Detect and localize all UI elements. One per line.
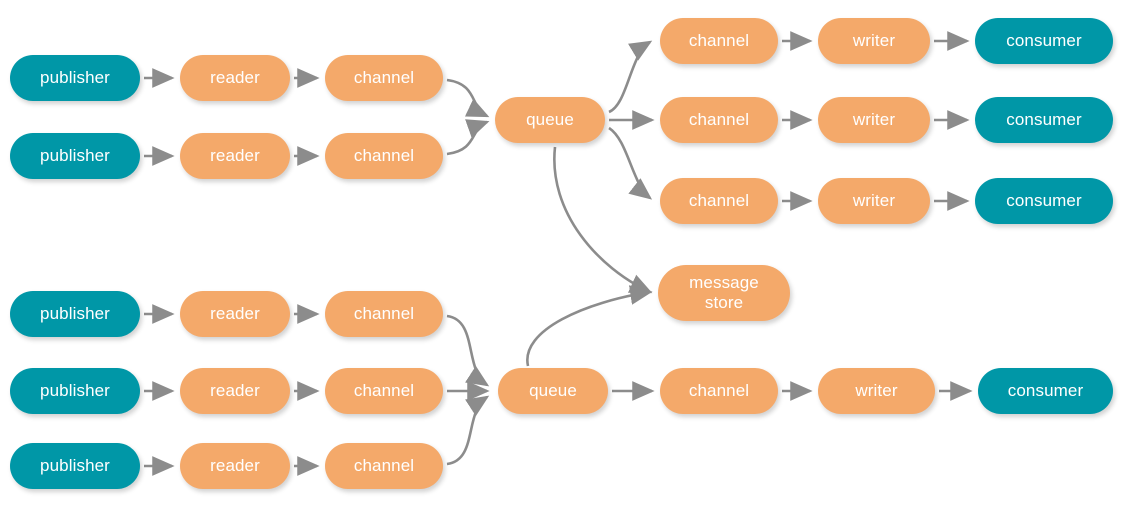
node-ochn-4[interactable]: channel [660, 368, 778, 414]
node-con-2[interactable]: consumer [975, 97, 1113, 143]
node-con-4[interactable]: consumer [978, 368, 1113, 414]
node-chn-3[interactable]: channel [325, 291, 443, 337]
node-wrt-3[interactable]: writer [818, 178, 930, 224]
node-con-3[interactable]: consumer [975, 178, 1113, 224]
node-ochn-3[interactable]: channel [660, 178, 778, 224]
node-pub-5[interactable]: publisher [10, 443, 140, 489]
edge-chn3-que2 [446, 314, 490, 387]
node-chn-5[interactable]: channel [325, 443, 443, 489]
node-rdr-1[interactable]: reader [180, 55, 290, 101]
node-con-1[interactable]: consumer [975, 18, 1113, 64]
edge-chn5-que2 [446, 395, 490, 466]
node-rdr-3[interactable]: reader [180, 291, 290, 337]
node-rdr-5[interactable]: reader [180, 443, 290, 489]
node-wrt-2[interactable]: writer [818, 97, 930, 143]
node-pub-4[interactable]: publisher [10, 368, 140, 414]
edge-que2-mstore [526, 285, 653, 367]
edge-chn2-que1 [446, 119, 490, 156]
node-rdr-2[interactable]: reader [180, 133, 290, 179]
node-rdr-4[interactable]: reader [180, 368, 290, 414]
node-wrt-1[interactable]: writer [818, 18, 930, 64]
node-chn-1[interactable]: channel [325, 55, 443, 101]
node-ochn-1[interactable]: channel [660, 18, 778, 64]
edge-que1-ochn1 [608, 40, 653, 114]
edge-que1-ochn3 [608, 126, 653, 200]
node-ochn-2[interactable]: channel [660, 97, 778, 143]
node-chn-4[interactable]: channel [325, 368, 443, 414]
node-pub-2[interactable]: publisher [10, 133, 140, 179]
node-wrt-4[interactable]: writer [818, 368, 935, 414]
node-mstore[interactable]: message store [658, 265, 790, 321]
edge-que1-mstore [553, 146, 653, 294]
node-chn-2[interactable]: channel [325, 133, 443, 179]
node-que-1[interactable]: queue [495, 97, 605, 143]
node-pub-1[interactable]: publisher [10, 55, 140, 101]
node-que-2[interactable]: queue [498, 368, 608, 414]
node-pub-3[interactable]: publisher [10, 291, 140, 337]
edge-chn1-que1 [446, 78, 490, 118]
